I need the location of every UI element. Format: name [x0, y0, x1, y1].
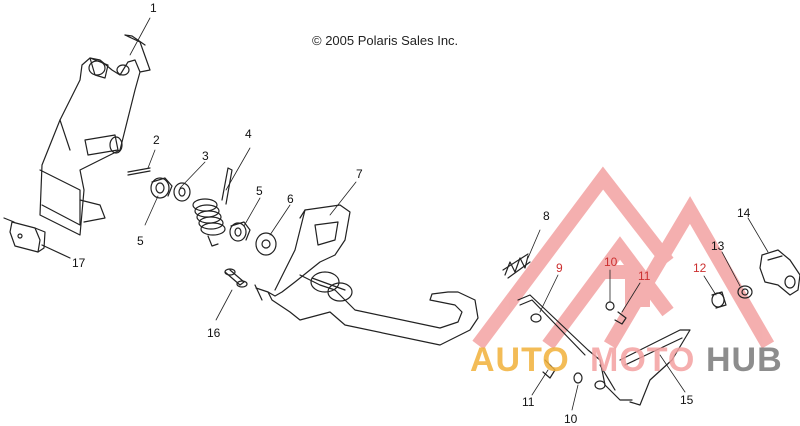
bushing-part-5b [229, 221, 251, 242]
pin-part-2 [127, 149, 156, 176]
callout-17: 17 [72, 256, 86, 270]
callout-2: 2 [153, 133, 160, 147]
callout-4: 4 [245, 127, 252, 141]
brake-rod-part-15 [517, 294, 691, 406]
callout-14: 14 [737, 206, 751, 220]
clevis-part-14 [759, 249, 800, 296]
callout-11a: 11 [638, 269, 651, 283]
pivot-pin-part-16 [224, 268, 248, 288]
callout-7: 7 [356, 167, 363, 181]
watermark-text-auto: AUTO [470, 341, 570, 379]
callout-16: 16 [207, 326, 221, 340]
leader-lines [129, 17, 769, 411]
callout-15: 15 [680, 393, 694, 407]
washer-part-3 [173, 182, 191, 202]
callout-3: 3 [202, 149, 209, 163]
watermark-text-moto: MOTO [590, 341, 696, 379]
pin-part-12 [711, 291, 727, 309]
callout-5b: 5 [256, 184, 263, 198]
callout-8: 8 [543, 209, 550, 223]
brake-pedal-part-7 [254, 204, 479, 346]
callout-10b: 10 [564, 412, 578, 426]
callout-11b: 11 [522, 395, 535, 409]
watermark-logo [472, 166, 775, 350]
clip-part-10a [605, 301, 615, 311]
callout-9: 9 [556, 261, 563, 275]
washer-part-6 [255, 232, 277, 256]
clip-part-10b [573, 372, 583, 384]
spring-part-8 [502, 229, 541, 279]
watermark-text-hub: HUB [706, 341, 783, 379]
callout-5a: 5 [137, 234, 144, 248]
bracket-part-1 [39, 34, 151, 236]
copyright-notice: © 2005 Polaris Sales Inc. [312, 33, 459, 48]
callout-6: 6 [287, 192, 294, 206]
callout-12: 12 [693, 261, 707, 275]
switch-part-17 [3, 217, 71, 259]
callout-13: 13 [711, 239, 725, 253]
clip-part-11a [614, 311, 627, 325]
bushing-part-5 [150, 177, 173, 199]
nut-part-13 [737, 285, 753, 299]
clip-part-11b [542, 359, 556, 379]
spring-part-4 [192, 167, 233, 247]
callout-10a: 10 [604, 255, 618, 269]
callout-1: 1 [150, 1, 157, 15]
